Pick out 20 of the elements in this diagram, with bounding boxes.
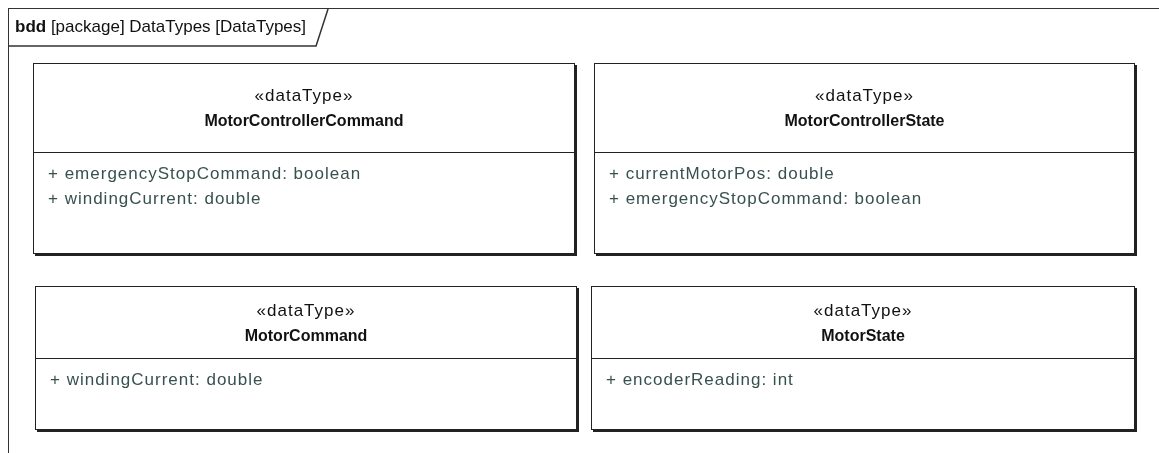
attribute-text: + emergencyStopCommand: boolean [609, 188, 923, 210]
stereotype-label: «dataType» [256, 300, 356, 321]
class-box [594, 63, 1135, 254]
attribute-text: + encoderReading: int [606, 369, 794, 391]
attribute-text: + emergencyStopCommand: boolean [48, 163, 362, 185]
stereotype-label: «dataType» [254, 86, 354, 106]
stereotype-label: «dataType» [815, 86, 914, 106]
class-name: MotorCommand [244, 326, 368, 345]
package-frame [8, 8, 1159, 453]
class-box [33, 63, 575, 254]
frame-heading: bdd [package] DataTypes [DataTypes] [14, 16, 308, 38]
class-name: MotorState [821, 326, 905, 345]
class-box [35, 286, 577, 430]
class-box [591, 286, 1135, 430]
class-name: MotorControllerState [784, 112, 945, 130]
attribute-text: + windingCurrent: double [50, 369, 264, 391]
class-name: MotorControllerCommand [204, 112, 404, 130]
attribute-text: + currentMotorPos: double [609, 163, 835, 185]
stereotype-label: «dataType» [813, 300, 913, 321]
attribute-text: + windingCurrent: double [48, 188, 262, 210]
